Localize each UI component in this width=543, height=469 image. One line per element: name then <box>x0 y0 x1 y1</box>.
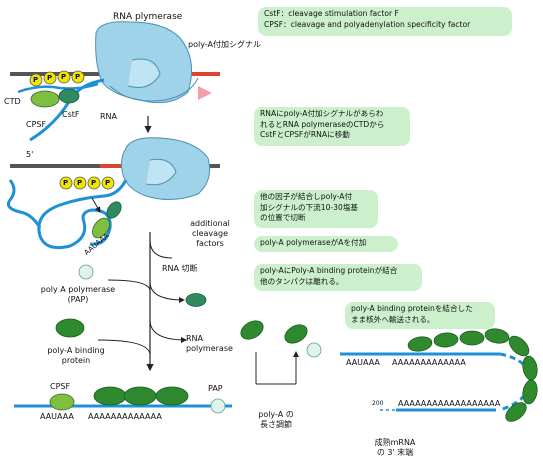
pabp-chain-protein <box>484 328 510 344</box>
pabp-chain-protein <box>433 332 459 348</box>
phosphate-circle <box>43 71 57 85</box>
cpsf-protein-mid <box>92 217 110 239</box>
pabp-join-arrow <box>97 339 151 355</box>
label-p: P <box>75 73 81 81</box>
label-mature-mrna: 成熟mRNA の 3' 末端 <box>374 438 416 457</box>
label-pabp: poly-A binding protein <box>47 346 105 365</box>
cstf-protein-mid <box>106 201 122 219</box>
label-aauaaa-bottom: AAUAAA <box>40 412 74 421</box>
label-pap: poly A polymerase (PAP) <box>40 285 116 304</box>
label-p: P <box>61 73 67 81</box>
label-polya-right-bottom: AAAAAAAAAAAAAAAAAA <box>398 399 501 408</box>
rna-polymerase-top <box>95 21 199 104</box>
label-rna-polymerase-mid: RNA polymerase <box>186 334 233 353</box>
label-polya-signal: poly-A付加シグナル <box>188 40 261 49</box>
pabp-bottom-1 <box>93 386 127 406</box>
direction-arrow <box>198 86 212 100</box>
note-export: poly-A binding proteinを結合した まま核外へ輸送される。 <box>345 302 495 329</box>
note-signal-transfer: RNAにpoly-A付加シグナルがあらわ れるとRNA polymeraseのC… <box>254 107 410 146</box>
pabp-bottom-2 <box>123 386 157 406</box>
label-polya-200: 200 <box>372 400 384 407</box>
polymerase-release-arrow <box>149 319 187 343</box>
label-cstf: CstF <box>62 110 80 119</box>
label-polya-tail: AAAAAAAAAAAAA <box>88 412 162 421</box>
label-cpsf: CPSF <box>26 120 47 129</box>
label-additional-factors: additional cleavage factors <box>190 219 230 248</box>
note-cleavage: 他の因子が結合しpoly-A付 加シグナルの下流10-30塩基 の位置で切断 <box>254 190 378 228</box>
rna-5prime-mid <box>6 179 42 229</box>
phosphate-circle <box>71 70 85 84</box>
phosphate-circle <box>29 73 43 87</box>
label-rna-polymerase: RNA plymerase <box>113 12 183 22</box>
label-aauaaa-right: AAUAAA <box>346 358 380 367</box>
label-ctd: CTD <box>4 97 21 106</box>
pap-join-arrow <box>107 279 151 291</box>
note-pabp-binding: poly-AにPoly-A binding proteinが結合 他のタンパクは… <box>254 264 422 291</box>
pap-released <box>306 342 322 358</box>
rna-loop-mid <box>37 179 128 250</box>
phosphate-circle <box>101 176 115 190</box>
pabp-chain-protein <box>407 336 433 352</box>
label-p: P <box>105 179 111 187</box>
label-rna-cleavage: RNA 切断 <box>162 264 198 273</box>
cstf-protein-top <box>58 88 80 104</box>
label-p: P <box>91 179 97 187</box>
pabp-bottom-3 <box>155 386 189 406</box>
phosphate-group-mid <box>59 176 115 190</box>
pabp-chain-protein <box>522 355 538 381</box>
label-p: P <box>47 74 53 82</box>
factor-arrow-1 <box>149 239 173 259</box>
label-p: P <box>63 179 69 187</box>
label-pap-bottom: PAP <box>208 384 223 393</box>
cleavage-arrow <box>149 281 185 303</box>
cpsf-protein-top <box>30 90 60 108</box>
pabp-chain <box>407 328 538 422</box>
rna-polymerase-mid <box>121 137 211 200</box>
cleaved-factor <box>185 293 207 307</box>
phosphate-group-top <box>29 70 85 87</box>
pabp-released-1 <box>240 320 264 340</box>
note-polya-addition: poly-A polymeraseがAを付加 <box>254 236 398 252</box>
label-rna: RNA <box>100 112 118 121</box>
pabp-chain-protein <box>522 379 538 405</box>
label-polya-right-top: AAAAAAAAAAAAA <box>392 358 466 367</box>
cpsf-protein-bottom <box>49 393 75 411</box>
phosphate-circle <box>57 70 71 84</box>
ctd-tail <box>17 82 99 94</box>
phosphate-circle <box>59 176 73 190</box>
label-p: P <box>33 76 39 84</box>
binding-arrow <box>91 197 101 213</box>
note-abbreviations: CstF：cleavage stimulation factor F CPSF：… <box>258 7 512 36</box>
label-length-adjust: poly-A の 長さ調節 <box>258 410 294 429</box>
pabp-released-2 <box>284 324 308 344</box>
label-cpsf-bottom: CPSF <box>50 382 71 391</box>
pabp-protein <box>55 318 85 338</box>
pap-circle <box>78 264 94 280</box>
pabp-chain-protein <box>505 402 527 422</box>
label-5prime: 5' <box>26 150 34 159</box>
pabp-chain-protein <box>459 330 485 346</box>
phosphate-circle <box>73 176 87 190</box>
pabp-chain-protein <box>508 335 530 357</box>
phosphate-circle <box>87 176 101 190</box>
pap-circle-bottom <box>210 398 226 414</box>
label-p: P <box>77 179 83 187</box>
